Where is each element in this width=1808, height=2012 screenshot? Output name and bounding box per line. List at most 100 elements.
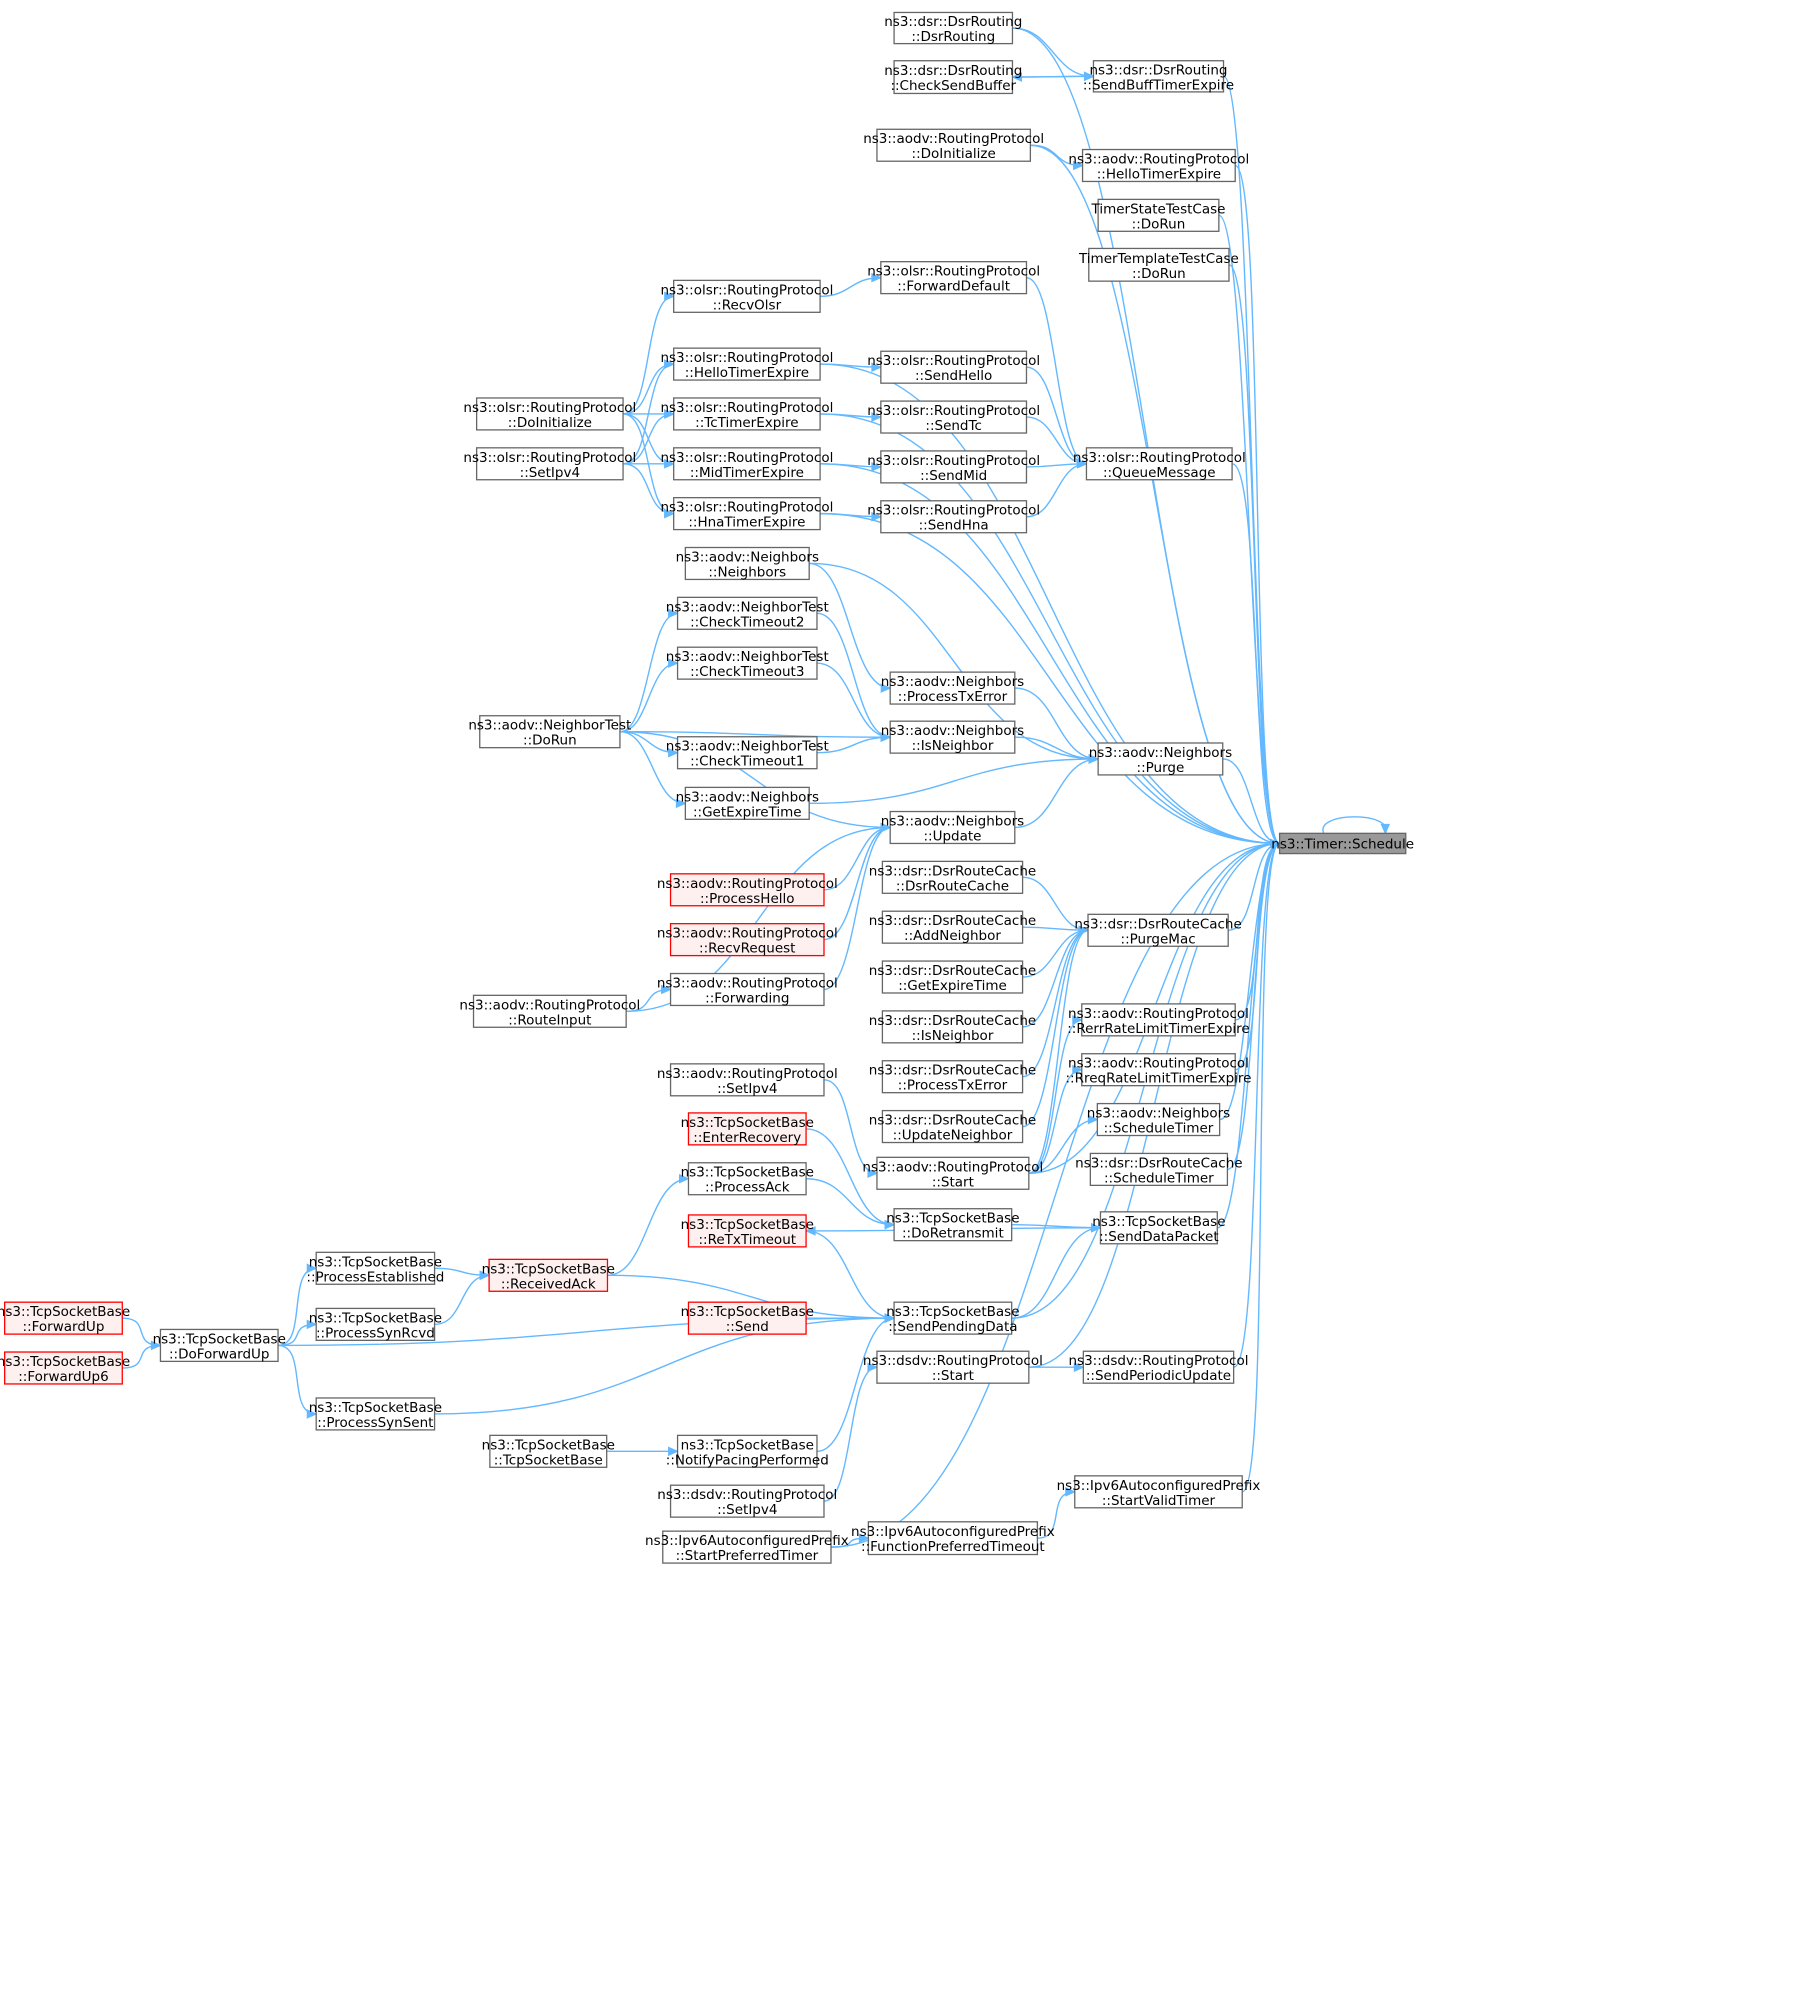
node-dsr-sendbuff[interactable]: ns3::dsr::DsrRouting::SendBuffTimerExpir… — [1083, 60, 1234, 94]
node-label: ::ProcessHello — [700, 891, 795, 907]
node-drc-schedtimer[interactable]: ns3::dsr::DsrRouteCache::ScheduleTimer — [1075, 1152, 1243, 1186]
node-root[interactable]: ns3::Timer::Schedule — [1271, 832, 1414, 855]
node-tsb-ctor[interactable]: ns3::TcpSocketBase::TcpSocketBase — [482, 1434, 615, 1468]
node-aodv-recvreq[interactable]: ns3::aodv::RoutingProtocol::RecvRequest — [657, 923, 838, 957]
node-box — [669, 923, 825, 957]
node-label: ns3::dsr::DsrRouteCache — [869, 1063, 1036, 1079]
node-box — [881, 1010, 1024, 1044]
node-aodv-start[interactable]: ns3::aodv::RoutingProtocol::Start — [862, 1156, 1043, 1190]
node-label: ::MidTimerExpire — [690, 465, 804, 481]
edge — [607, 1274, 895, 1319]
node-tsb-retxtimeout[interactable]: ns3::TcpSocketBase::ReTxTimeout — [681, 1214, 814, 1248]
node-drc-txerror[interactable]: ns3::dsr::DsrRouteCache::ProcessTxError — [869, 1060, 1036, 1094]
node-aodv-routeinput[interactable]: ns3::aodv::RoutingProtocol::RouteInput — [459, 994, 640, 1028]
node-tsb-enterrec[interactable]: ns3::TcpSocketBase::EnterRecovery — [681, 1112, 814, 1146]
edge-arrowhead — [871, 362, 883, 372]
edge — [1014, 758, 1099, 829]
node-tsb-sendpending[interactable]: ns3::TcpSocketBase::SendPendingData — [886, 1301, 1020, 1335]
node-tsb-procsynrcvd[interactable]: ns3::TcpSocketBase::ProcessSynRcvd — [309, 1307, 442, 1341]
node-nb-txerror[interactable]: ns3::aodv::Neighbors::ProcessTxError — [881, 671, 1024, 705]
node-nt-check2[interactable]: ns3::aodv::NeighborTest::CheckTimeout2 — [666, 596, 829, 630]
node-nb-schedtimer[interactable]: ns3::aodv::Neighbors::ScheduleTimer — [1087, 1102, 1230, 1137]
node-tsb-send[interactable]: ns3::TcpSocketBase::Send — [681, 1301, 814, 1335]
node-nt-check3[interactable]: ns3::aodv::NeighborTest::CheckTimeout3 — [666, 646, 829, 680]
node-aodv-rreq[interactable]: ns3::aodv::RoutingProtocol::RreqRateLimi… — [1065, 1053, 1251, 1087]
node-tsb-procsynsent[interactable]: ns3::TcpSocketBase::ProcessSynSent — [309, 1397, 442, 1431]
node-olsr-recvolsr[interactable]: ns3::olsr::RoutingProtocol::RecvOlsr — [660, 279, 833, 313]
node-aodv-prochello[interactable]: ns3::aodv::RoutingProtocol::ProcessHello — [657, 873, 838, 907]
node-label: ::FunctionPreferredTimeout — [861, 1539, 1045, 1555]
node-dsdv-setipv4[interactable]: ns3::dsdv::RoutingProtocol::SetIpv4 — [657, 1484, 837, 1518]
node-label: ns3::aodv::RoutingProtocol — [863, 131, 1044, 147]
node-olsr-sendhna[interactable]: ns3::olsr::RoutingProtocol::SendHna — [867, 500, 1040, 534]
node-olsr-sendhello[interactable]: ns3::olsr::RoutingProtocol::SendHello — [867, 350, 1040, 384]
node-label: ::RerrRateLimitTimerExpire — [1067, 1021, 1249, 1037]
node-drc-isnb[interactable]: ns3::dsr::DsrRouteCache::IsNeighbor — [869, 1010, 1036, 1044]
node-label: ns3::TcpSocketBase — [886, 1211, 1019, 1227]
node-olsr-fwddefault[interactable]: ns3::olsr::RoutingProtocol::ForwardDefau… — [867, 261, 1040, 295]
node-drc-ctor[interactable]: ns3::dsr::DsrRouteCache::DsrRouteCache — [869, 860, 1036, 894]
node-aodv-fwd[interactable]: ns3::aodv::RoutingProtocol::Forwarding — [657, 972, 838, 1007]
edge — [1022, 929, 1089, 1128]
node-timertemplate[interactable]: TimerTemplateTestCase::DoRun — [1078, 247, 1239, 282]
node-timerstate[interactable]: TimerStateTestCase::DoRun — [1091, 198, 1226, 232]
node-box — [1087, 913, 1229, 947]
node-label: ns3::dsdv::RoutingProtocol — [657, 1487, 837, 1503]
node-nb-isneighbor[interactable]: ns3::aodv::Neighbors::IsNeighbor — [881, 720, 1024, 754]
node-dsdv-periodic[interactable]: ns3::dsdv::RoutingProtocol::SendPeriodic… — [1069, 1350, 1249, 1384]
node-label: ns3::aodv::Neighbors — [881, 723, 1024, 739]
node-drc-updnb[interactable]: ns3::dsr::DsrRouteCache::UpdateNeighbor — [869, 1109, 1036, 1144]
node-label: ::ProcessAck — [705, 1180, 790, 1196]
node-olsr-setipv4[interactable]: ns3::olsr::RoutingProtocol::SetIpv4 — [463, 447, 636, 481]
node-label: ::PurgeMac — [1121, 931, 1196, 947]
node-tsb-pacing[interactable]: ns3::TcpSocketBase::NotifyPacingPerforme… — [666, 1434, 829, 1468]
node-label: ::SendTc — [925, 418, 981, 434]
node-drc-purgemac[interactable]: ns3::dsr::DsrRouteCache::PurgeMac — [1074, 913, 1242, 947]
node-olsr-sendtc[interactable]: ns3::olsr::RoutingProtocol::SendTc — [867, 400, 1040, 434]
node-nt-check1[interactable]: ns3::aodv::NeighborTest::CheckTimeout1 — [666, 736, 829, 770]
node-aodv-setipv4[interactable]: ns3::aodv::RoutingProtocol::SetIpv4 — [657, 1063, 838, 1097]
node-label: ::HelloTimerExpire — [1097, 166, 1221, 182]
node-olsr-hnatimer[interactable]: ns3::olsr::RoutingProtocol::HnaTimerExpi… — [660, 497, 833, 531]
node-olsr-hellotimer[interactable]: ns3::olsr::RoutingProtocol::HelloTimerEx… — [660, 347, 833, 381]
node-olsr-sendmid[interactable]: ns3::olsr::RoutingProtocol::SendMid — [867, 450, 1040, 484]
node-tsb-procest[interactable]: ns3::TcpSocketBase::ProcessEstablished — [306, 1251, 444, 1285]
node-tsb-recvack[interactable]: ns3::TcpSocketBase::ReceivedAck — [482, 1258, 615, 1292]
node-drc-addnb[interactable]: ns3::dsr::DsrRouteCache::AddNeighbor — [869, 910, 1036, 944]
node-aodv-doinit[interactable]: ns3::aodv::RoutingProtocol::DoInitialize — [863, 128, 1044, 162]
node-tsb-senddata[interactable]: ns3::TcpSocketBase::SendDataPacket — [1092, 1211, 1226, 1245]
node-label: ::CheckSendBuffer — [890, 78, 1016, 94]
node-label: ::ProcessSynSent — [317, 1415, 433, 1431]
node-dsr-ctor[interactable]: ns3::dsr::DsrRouting::DsrRouting — [884, 11, 1022, 45]
node-nt-dorun[interactable]: ns3::aodv::NeighborTest::DoRun — [468, 715, 631, 749]
edge-arrowhead — [1088, 754, 1100, 764]
node-ip6-startpref[interactable]: ns3::Ipv6AutoconfiguredPrefix::StartPref… — [645, 1530, 849, 1564]
node-tsb-procack[interactable]: ns3::TcpSocketBase::ProcessAck — [681, 1162, 814, 1196]
node-nb-update[interactable]: ns3::aodv::Neighbors::Update — [881, 810, 1024, 845]
edge-arrowhead — [1073, 1362, 1085, 1372]
node-tsb-doretx[interactable]: ns3::TcpSocketBase::DoRetransmit — [886, 1208, 1020, 1242]
node-box — [315, 1307, 436, 1341]
node-nb-expire[interactable]: ns3::aodv::Neighbors::GetExpireTime — [676, 786, 819, 820]
node-tsb-fwdup[interactable]: ns3::TcpSocketBase::ForwardUp — [0, 1301, 130, 1335]
node-dsdv-start[interactable]: ns3::dsdv::RoutingProtocol::Start — [863, 1350, 1043, 1384]
node-olsr-midtimer[interactable]: ns3::olsr::RoutingProtocol::MidTimerExpi… — [660, 447, 833, 481]
node-box — [4, 1301, 123, 1335]
node-dsr-checksend[interactable]: ns3::dsr::DsrRouting::CheckSendBuffer — [884, 60, 1022, 95]
node-ip6-fnpref[interactable]: ns3::Ipv6AutoconfiguredPrefix::FunctionP… — [851, 1521, 1055, 1556]
node-box — [1081, 1053, 1236, 1087]
node-label: ns3::aodv::NeighborTest — [666, 739, 829, 755]
node-drc-expire[interactable]: ns3::dsr::DsrRouteCache::GetExpireTime — [869, 960, 1036, 994]
node-tsb-fwdup6[interactable]: ns3::TcpSocketBase::ForwardUp6 — [0, 1351, 130, 1385]
node-aodv-hello[interactable]: ns3::aodv::RoutingProtocol::HelloTimerEx… — [1068, 148, 1249, 183]
node-nb-ctor[interactable]: ns3::aodv::Neighbors::Neighbors — [676, 546, 819, 581]
node-box — [876, 1350, 1030, 1384]
node-ip6-startvalid[interactable]: ns3::Ipv6AutoconfiguredPrefix::StartVali… — [1057, 1475, 1261, 1509]
node-tsb-dofwdup[interactable]: ns3::TcpSocketBase::DoForwardUp — [153, 1328, 286, 1362]
node-nb-purge[interactable]: ns3::aodv::Neighbors::Purge — [1089, 742, 1232, 776]
node-olsr-doinit[interactable]: ns3::olsr::RoutingProtocol::DoInitialize — [463, 397, 636, 431]
node-aodv-rerr[interactable]: ns3::aodv::RoutingProtocol::RerrRateLimi… — [1067, 1003, 1250, 1037]
node-olsr-queuemsg[interactable]: ns3::olsr::RoutingProtocol::QueueMessage — [1073, 447, 1246, 481]
node-box — [1085, 447, 1233, 481]
node-olsr-tctimer[interactable]: ns3::olsr::RoutingProtocol::TcTimerExpir… — [660, 397, 833, 431]
